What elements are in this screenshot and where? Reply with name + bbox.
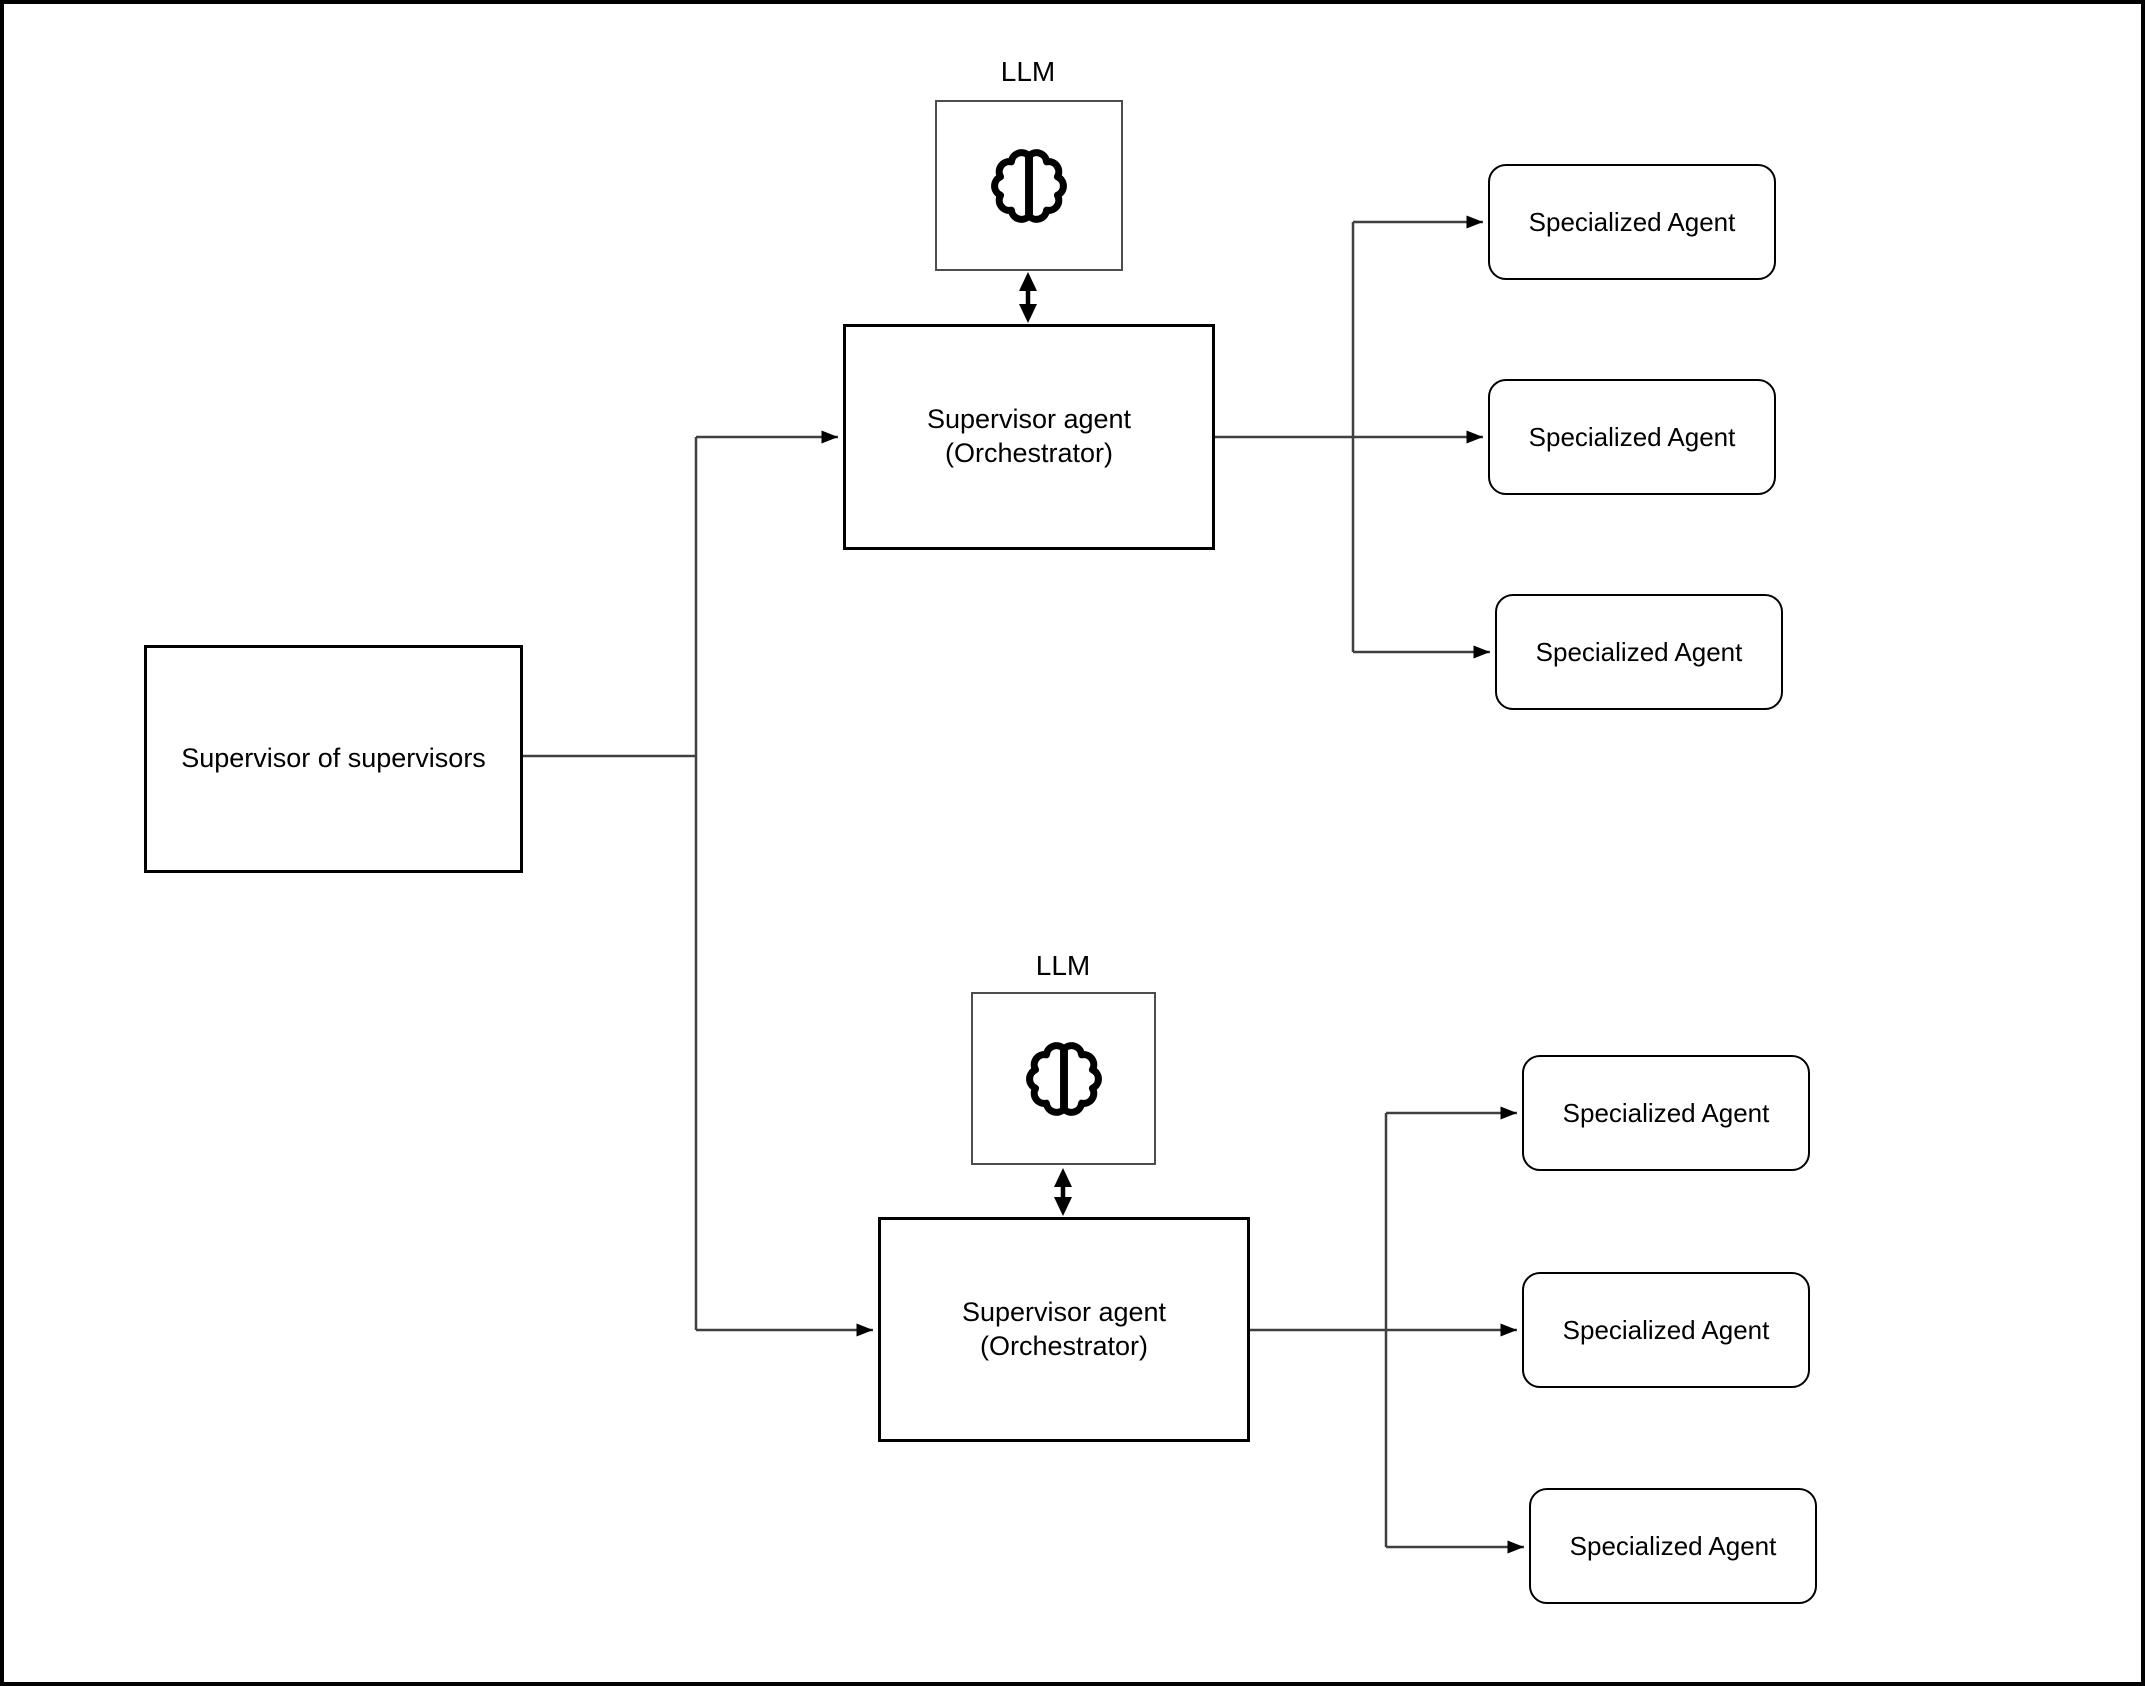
- llm-label-bottom: LLM: [1035, 950, 1091, 981]
- node-specialized-agent-top-2[interactable]: Specialized Agent: [1488, 379, 1776, 495]
- node-label: Specialized Agent: [1562, 1097, 1770, 1128]
- llm-label-top: LLM: [1000, 56, 1056, 87]
- node-specialized-agent-top-3[interactable]: Specialized Agent: [1495, 594, 1783, 710]
- node-llm-bottom[interactable]: [971, 992, 1156, 1165]
- node-label: Supervisor agent (Orchestrator): [961, 1296, 1167, 1361]
- node-label: Supervisor of supervisors: [181, 743, 486, 774]
- node-llm-top[interactable]: [935, 100, 1123, 271]
- node-specialized-agent-top-1[interactable]: Specialized Agent: [1488, 164, 1776, 280]
- brain-icon: [991, 148, 1067, 223]
- llm-bottom-double-arrow: [1054, 1168, 1072, 1216]
- node-label: Specialized Agent: [1569, 1530, 1777, 1561]
- node-supervisor-agent-bottom[interactable]: Supervisor agent (Orchestrator): [878, 1217, 1250, 1442]
- node-label: Specialized Agent: [1528, 421, 1736, 452]
- llm-top-double-arrow: [1019, 272, 1037, 323]
- node-specialized-agent-bottom-2[interactable]: Specialized Agent: [1522, 1272, 1810, 1388]
- node-supervisor-agent-top[interactable]: Supervisor agent (Orchestrator): [843, 324, 1215, 550]
- node-specialized-agent-bottom-3[interactable]: Specialized Agent: [1529, 1488, 1817, 1604]
- node-specialized-agent-bottom-1[interactable]: Specialized Agent: [1522, 1055, 1810, 1171]
- node-label: Supervisor agent (Orchestrator): [926, 404, 1132, 468]
- node-label: Specialized Agent: [1528, 206, 1736, 237]
- brain-icon: [1025, 1041, 1102, 1116]
- node-supervisor-of-supervisors[interactable]: Supervisor of supervisors: [144, 645, 523, 873]
- node-label: Specialized Agent: [1562, 1314, 1770, 1345]
- node-label: Specialized Agent: [1535, 636, 1743, 667]
